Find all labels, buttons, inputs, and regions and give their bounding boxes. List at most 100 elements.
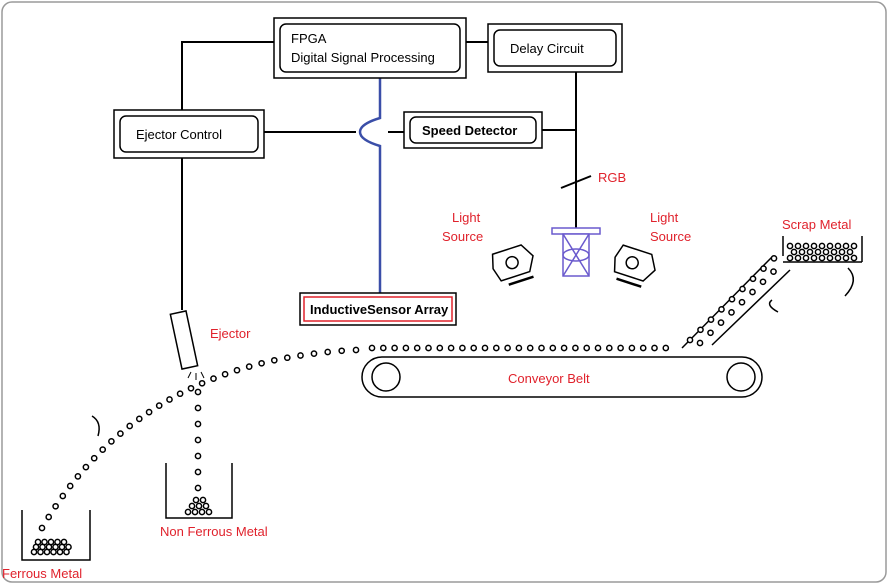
particle: [194, 452, 202, 460]
particle: [662, 344, 670, 352]
particle: [176, 390, 184, 398]
particle: [436, 344, 444, 352]
ejector-control-box-inner: [119, 115, 259, 153]
particle: [368, 344, 376, 352]
particle: [826, 254, 834, 262]
particle: [391, 344, 398, 352]
ejector-control-label: Ejector Control: [136, 127, 222, 142]
particle: [126, 422, 134, 430]
particle: [192, 496, 200, 504]
particle: [194, 404, 202, 412]
particle: [707, 329, 714, 337]
particle: [822, 248, 830, 256]
particle: [198, 379, 206, 387]
particle: [379, 344, 387, 352]
particle: [188, 502, 196, 510]
particle: [583, 344, 591, 352]
particle: [594, 344, 602, 352]
conveyor-belt: [361, 356, 763, 398]
particle: [504, 344, 511, 352]
speed-detector-block[interactable]: Speed Detector: [403, 111, 543, 149]
particle: [191, 508, 199, 516]
particle: [639, 344, 647, 352]
particle: [770, 268, 777, 275]
particle: [205, 508, 213, 516]
particle: [790, 248, 798, 256]
particle: [838, 248, 846, 256]
scrap-metal-label: Scrap Metal: [782, 217, 851, 232]
non-ferrous-bin: [165, 463, 233, 519]
nozzle-icon: [169, 310, 205, 380]
particle: [802, 242, 810, 250]
feed-chute: [681, 255, 791, 349]
particle: [99, 446, 107, 453]
particle: [728, 309, 735, 316]
particle: [324, 348, 332, 356]
particle: [194, 468, 202, 476]
ejector-label: Ejector: [210, 326, 251, 341]
particle: [41, 538, 48, 546]
particle: [166, 396, 173, 403]
particle: [54, 538, 61, 546]
delay-circuit-block[interactable]: Delay Circuit: [487, 23, 623, 73]
particle: [605, 344, 613, 352]
particle: [65, 543, 72, 551]
delay-label: Delay Circuit: [510, 41, 584, 56]
particle: [108, 438, 115, 445]
particle: [47, 538, 55, 546]
particle: [834, 242, 842, 250]
particle: [413, 344, 421, 352]
particle: [628, 344, 636, 352]
particle: [794, 254, 802, 262]
particle: [842, 242, 850, 250]
particle: [338, 347, 346, 355]
particle: [818, 254, 826, 262]
particle: [155, 402, 163, 409]
particle: [74, 473, 82, 480]
particle: [283, 354, 291, 362]
particle: [59, 492, 67, 500]
fpga-box-inner: [279, 23, 461, 73]
particle: [717, 319, 725, 326]
speed-label: Speed Detector: [422, 123, 517, 138]
rgb-label: RGB: [598, 170, 626, 185]
wire-fpga-to-ejector-control: [181, 41, 278, 115]
particle: [258, 359, 265, 367]
particle: [66, 482, 74, 490]
particle: [352, 346, 360, 354]
particle: [470, 344, 478, 352]
particle: [560, 344, 568, 352]
particle: [759, 278, 767, 286]
particle: [198, 508, 206, 516]
particle: [842, 254, 850, 262]
particle: [760, 265, 767, 272]
particle: [834, 254, 842, 262]
particle: [221, 370, 229, 378]
particle: [202, 502, 210, 510]
particle: [806, 248, 814, 256]
particle: [686, 336, 694, 344]
particle: [850, 242, 858, 250]
particle: [52, 502, 59, 510]
particle: [770, 255, 778, 262]
fpga-block[interactable]: FPGA Digital Signal Processing: [273, 17, 467, 79]
particle: [135, 415, 143, 423]
particle: [90, 454, 98, 462]
particle: [199, 496, 207, 504]
particle: [45, 513, 53, 521]
particle: [117, 430, 124, 437]
particle: [749, 275, 757, 283]
particle: [34, 538, 42, 546]
particle: [187, 384, 195, 392]
ejector-control-block[interactable]: Ejector Control: [113, 109, 265, 159]
inductive-sensor-array[interactable]: InductiveSensor Array: [299, 292, 457, 326]
particle: [447, 344, 455, 352]
particle: [739, 285, 746, 293]
speed-box-inner: [409, 116, 537, 144]
particle: [38, 524, 46, 532]
particle: [814, 248, 822, 256]
particle: [515, 344, 523, 352]
particle: [195, 502, 203, 510]
